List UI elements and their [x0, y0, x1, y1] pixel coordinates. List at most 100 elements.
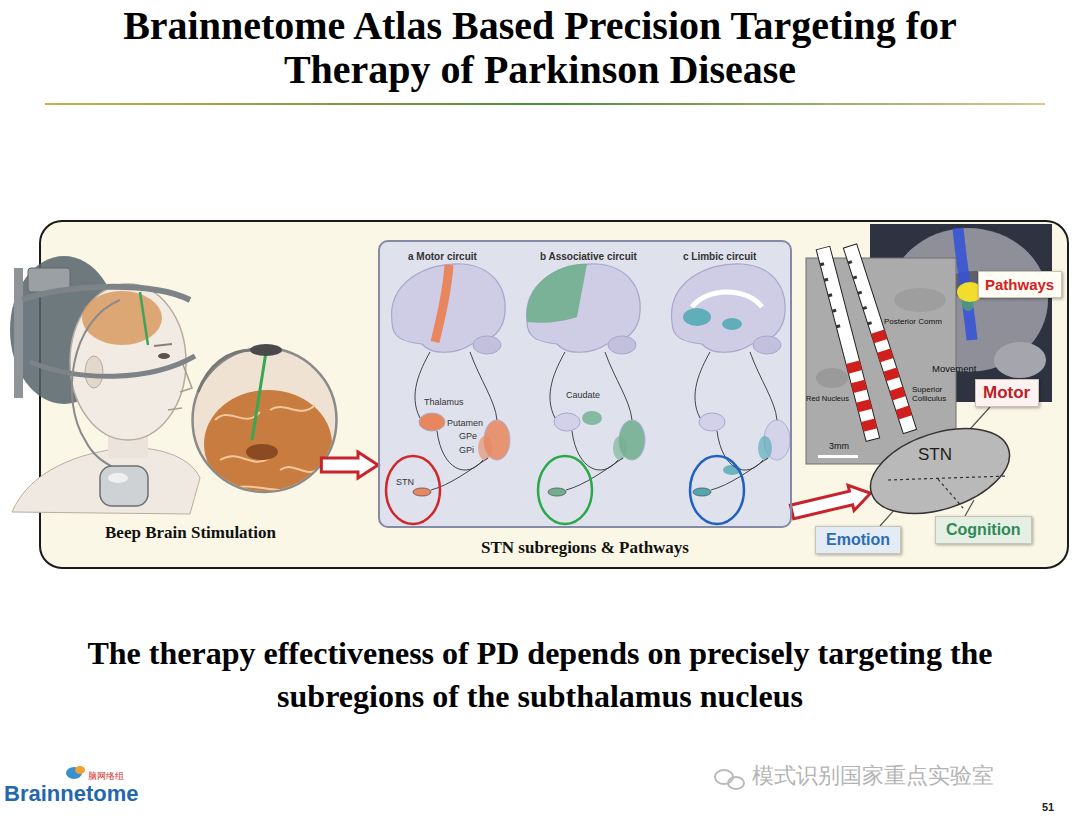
cognition-box: Cognition: [935, 516, 1032, 544]
annotation-label: c Limbic circuit: [683, 251, 756, 262]
annotation-label: GPi: [459, 446, 474, 456]
node-label: Motor: [983, 383, 1030, 403]
annotation-label: a Motor circuit: [408, 251, 477, 262]
electrode-lead: [140, 292, 148, 345]
annotation-label: Brainnetome: [4, 782, 138, 806]
pathway-line: [572, 431, 618, 470]
slide-caption: The therapy effectiveness of PD depends …: [45, 632, 1035, 718]
thalamus: [699, 413, 725, 431]
red-nucleus-shape: [816, 368, 848, 388]
pathway-line: [605, 352, 632, 420]
electrode-contact: [846, 360, 862, 373]
slide-title: Brainnetome Atlas Based Precision Target…: [80, 4, 1000, 92]
panel-ground: [378, 240, 792, 528]
electrode-contact: [877, 349, 893, 363]
node-label: Beep Brain Stimulation: [105, 523, 327, 543]
brain-tissue: [204, 390, 332, 498]
electrode-tick: [832, 309, 837, 313]
gyrus: [230, 486, 300, 490]
electrode-tick: [828, 293, 833, 297]
limbic-cortex: [683, 308, 711, 326]
cerebellum: [753, 336, 781, 354]
electrode-contact: [896, 406, 912, 420]
electrode-contact: [861, 418, 877, 431]
frame-ring: [30, 356, 195, 376]
node-label: Pathways: [985, 276, 1054, 293]
electrode-tick: [862, 306, 867, 310]
globus-pallidus: [613, 436, 627, 460]
eye: [158, 353, 170, 359]
pathway-line: [750, 352, 777, 420]
head: [70, 284, 186, 440]
lead-wire: [198, 350, 252, 392]
electrode-body: [816, 246, 879, 441]
annotation-label: Red Nucleus: [806, 395, 849, 403]
hollow-arrow: [321, 452, 378, 478]
pathway-line: [717, 431, 763, 470]
limbic-cortex: [722, 318, 742, 330]
electrode-body: [843, 244, 916, 434]
brain-lateral: [527, 264, 641, 354]
node-label: Emotion: [826, 531, 890, 549]
node-label: Cognition: [946, 521, 1021, 539]
stn: [413, 488, 431, 496]
limbic-stn-circle: [690, 456, 744, 524]
pathway-line: [550, 352, 565, 418]
dbs-illustration: Beep Brain Stimulation: [192, 345, 337, 495]
cerebellum: [608, 336, 636, 354]
prefrontal-cortex: [527, 264, 587, 323]
annotation-label: 51: [1042, 801, 1054, 813]
pathway-line: [437, 431, 483, 470]
annotation-label: 3mm: [829, 442, 849, 452]
annotation-label: Putamen: [447, 419, 483, 429]
stn-shape: [860, 413, 1020, 530]
stn-ellipse: STN: [868, 428, 1012, 514]
logo-icon: [75, 766, 85, 774]
subregion-border: [888, 476, 1008, 480]
inset-shade: [894, 288, 946, 312]
annotation-label: STN: [396, 478, 414, 488]
corpus-callosum: [692, 292, 762, 307]
pathway-line: [415, 352, 430, 418]
subregion-border: [938, 479, 963, 508]
annotation-label: b Associative circuit: [540, 251, 637, 262]
nose: [180, 362, 192, 392]
mri-cerebellum: [994, 342, 1046, 378]
electrode-tick: [867, 321, 872, 325]
leader-line: [965, 500, 974, 516]
electrode-tick: [857, 291, 862, 295]
outer-panel: [40, 221, 1068, 568]
annotation-label: Superior Colliculus: [912, 386, 954, 404]
hollow-arrow: [790, 485, 870, 519]
electrode-contact: [851, 380, 867, 393]
gyrus: [280, 467, 320, 472]
gyrus: [270, 405, 315, 411]
ventricle: [246, 444, 278, 460]
cerebellum: [473, 336, 501, 354]
dbs-electrode: [843, 244, 916, 434]
mouth: [168, 408, 182, 410]
electrode-tick: [853, 275, 858, 279]
electrode-tick: [820, 262, 825, 266]
electrode-contact: [856, 399, 872, 412]
motor-stn-circle: [386, 456, 440, 524]
wechat-icon: [715, 770, 733, 784]
associative-stn-circle: [538, 456, 592, 524]
lead-wire: [72, 300, 120, 470]
pathway-line: [566, 458, 623, 490]
pathways-box: Pathways: [978, 271, 1062, 298]
node-label: STN: [918, 445, 952, 465]
frame-ring: [22, 287, 190, 300]
shoulders: [12, 448, 200, 514]
annotation-label: Thalamus: [424, 398, 464, 408]
circuit-panel: STN subregions & Pathways: [378, 240, 792, 528]
thalamus: [419, 413, 445, 431]
electrode-contact: [871, 329, 887, 343]
caudate: [582, 411, 602, 425]
electrode-contact: [889, 387, 905, 401]
stn: [548, 488, 566, 496]
electrode-tick: [848, 260, 853, 264]
annotation-label: 模式识别国家重点实验室: [752, 764, 994, 788]
scale-bar: [818, 455, 858, 458]
emotion-box: Emotion: [815, 526, 901, 554]
